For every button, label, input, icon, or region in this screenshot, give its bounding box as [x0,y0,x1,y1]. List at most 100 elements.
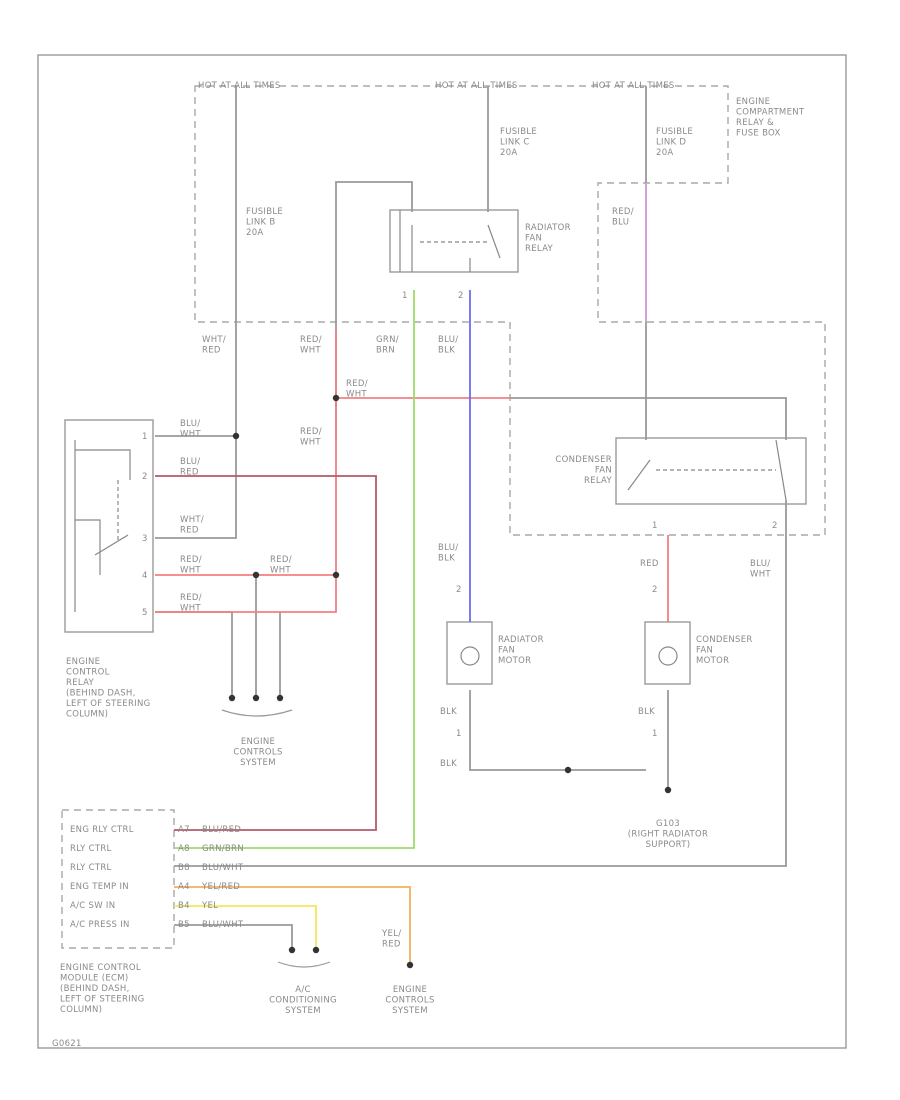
wire-red-blu-line-1: RED/ [612,207,634,217]
ecm-pin-id-4: A4 [178,882,190,892]
wire-wht-red-2-line-2: RED [180,526,199,536]
ecr-pin-3: 3 [142,534,148,544]
footer-code: G0621 [52,1039,82,1049]
ecm-label-line-4: LEFT OF STEERING [60,995,145,1005]
wire-blu-wht-1-line-2: WHT [180,430,201,440]
wire-blk-a: BLK [440,707,457,717]
cond-relay-pin-2: 2 [772,521,778,531]
condenser-fan-relay-label-line-2: FAN [595,466,612,476]
wire-grn-brn-line-2: BRN [376,346,395,356]
engine-compartment-box-outline [194,85,826,536]
gray-wires [155,86,787,950]
wire-yel-red-line-1: YEL/ [381,929,401,939]
fusible-link-d-label-line-1: FUSIBLE [656,127,693,137]
rad-relay-pin-2: 2 [458,291,464,301]
wire-grn-brn-line-1: GRN/ [376,335,399,345]
ecm-pin-label-2: RLY CTRL [70,844,112,854]
fusible-link-d-label-line-2: LINK D [656,138,686,148]
ac-system-label-line-2: CONDITIONING [269,996,337,1006]
wire-red-wht-f-line-1: RED/ [180,593,202,603]
engine-control-relay-label-line-4: (BEHIND DASH, [66,689,136,699]
condenser-fan-motor-label-line-2: FAN [696,646,713,656]
condenser-fan-relay-box [615,437,807,505]
fusible-link-c-label-line-3: 20A [500,148,518,158]
ecm-pin-label-1: ENG RLY CTRL [70,825,134,835]
ecm-label-line-1: ENGINE CONTROL [60,963,141,973]
engine-controls-system-label-1-line-2: CONTROLS [233,748,282,758]
wire-red-wht-c-line-2: WHT [300,438,321,448]
wire-wht-red-line-1: WHT/ [202,335,226,345]
ecm-pin-wire-6: BLU/WHT [202,920,244,930]
engine-controls-system-label-1-line-1: ENGINE [241,737,275,747]
wire-red-right: RED [640,559,659,569]
cond-motor-pin-2: 2 [652,585,658,595]
ecm-pin-label-4: ENG TEMP IN [70,882,129,892]
engine-compartment-label-line-1: ENGINE [736,97,770,107]
ecm-pin-wire-3: BLU/WHT [202,863,244,873]
radiator-fan-motor-label-line-1: RADIATOR [498,635,544,645]
engine-controls-system-label-2-line-3: SYSTEM [392,1006,428,1016]
fusible-link-b-label-line-3: 20A [246,228,264,238]
ecm-pin-label-3: RLY CTRL [70,863,112,873]
ecm-pin-wire-1: BLU/RED [202,825,241,835]
ecm-box [61,809,175,949]
wire-red-wht-e-line-2: WHT [270,566,291,576]
wire-red-wht-e-line-1: RED/ [270,555,292,565]
wire-blu-blk-mid-line-1: BLU/ [438,543,458,553]
condenser-fan-motor-box [644,621,691,685]
wire-red-wht-f-line-2: WHT [180,604,201,614]
wire-blk-c: BLK [638,707,655,717]
ground-label-line-2: (RIGHT RADIATOR [628,830,708,840]
ecm-pin-label-6: A/C PRESS IN [70,920,130,930]
radiator-fan-relay-label-line-1: RADIATOR [525,223,571,233]
engine-control-relay-box [64,419,154,633]
wire-red-wht-a-line-2: WHT [300,346,321,356]
wire-blu-red-1-line-1: BLU/ [180,457,200,467]
hot-label-3: HOT AT ALL TIMES [592,81,675,91]
ecr-pin-1: 1 [142,432,148,442]
engine-compartment-label-line-3: RELAY & [736,118,774,128]
engine-compartment-label-line-2: COMPARTMENT [736,108,805,118]
ecr-pin-2: 2 [142,472,148,482]
ecm-label-line-5: COLUMN) [60,1005,102,1015]
ecm-pin-label-5: A/C SW IN [70,901,115,911]
ground-label-line-3: SUPPORT) [646,840,691,850]
engine-control-relay-label-line-3: RELAY [66,678,95,688]
wire-red-wht-c-line-1: RED/ [300,427,322,437]
radiator-fan-motor-label-line-3: MOTOR [498,656,531,666]
wire-blu-wht-right-line-1: BLU/ [750,559,770,569]
radiator-fan-motor-label-line-2: FAN [498,646,515,656]
engine-compartment-label-line-4: FUSE BOX [736,129,781,139]
wire-blu-blk-top-line-1: BLU/ [438,335,458,345]
relay-contacts [74,210,787,612]
ecm-pin-id-6: B5 [178,920,190,930]
wire-blu-blk-mid-line-2: BLK [438,554,455,564]
condenser-fan-motor-label-line-3: MOTOR [696,656,729,666]
wire-red-wht-d-line-1: RED/ [180,555,202,565]
ecm-pin-id-3: B8 [178,863,190,873]
ecm-pin-wire-2: GRN/BRN [202,844,244,854]
ecr-pin-4: 4 [142,571,148,581]
colored-wires [155,183,669,965]
rad-motor-pin-1: 1 [456,729,462,739]
ecm-pin-wire-4: YEL/RED [201,882,240,892]
splice-dots [228,394,672,969]
radiator-fan-motor-box [446,621,493,685]
radiator-fan-relay-label-line-2: FAN [525,234,542,244]
ecm-label-line-3: (BEHIND DASH, [60,984,130,994]
ac-system-label-line-1: A/C [295,985,311,995]
hot-label-1: HOT AT ALL TIMES [198,81,281,91]
engine-controls-system-label-2-line-1: ENGINE [393,985,427,995]
outer-frame [37,54,847,1049]
wire-blu-red-1-line-2: RED [180,468,199,478]
wire-yel-red-line-2: RED [382,940,401,950]
condenser-fan-motor-label-line-1: CONDENSER [696,635,753,645]
ecr-pin-5: 5 [142,608,148,618]
wire-red-wht-a-line-1: RED/ [300,335,322,345]
condenser-fan-relay-label-line-1: CONDENSER [555,455,612,465]
engine-controls-system-label-1-line-3: SYSTEM [240,758,276,768]
cond-relay-pin-1: 1 [652,521,658,531]
ac-system-label-line-3: SYSTEM [285,1006,321,1016]
